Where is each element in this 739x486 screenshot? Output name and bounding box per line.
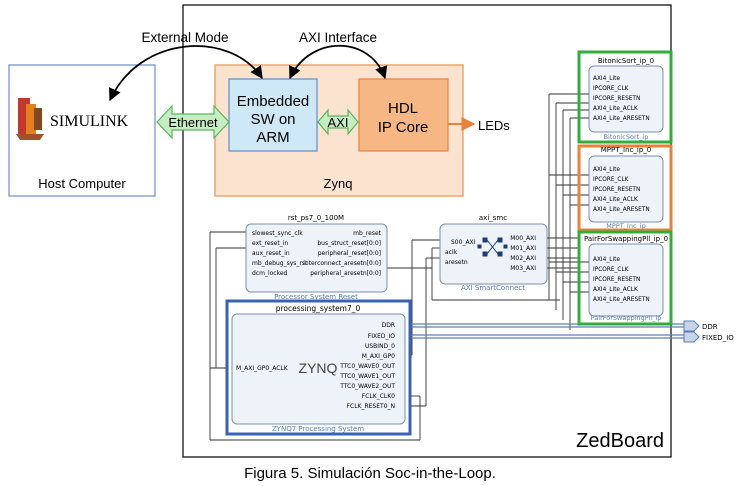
mppt-highlight [577, 144, 673, 232]
smc-input: aclk [445, 249, 458, 256]
smc-input: aresetn [445, 259, 468, 266]
ps-output: FCLK_CLK0 [362, 393, 395, 400]
external-mode-label: External Mode [141, 30, 228, 45]
ip-port: IPCORE_CLK [593, 177, 629, 183]
ps-output: FIXED_IO [368, 333, 396, 340]
ip-port: AXI4_Lite_ACLK [593, 197, 638, 203]
wiring [209, 93, 590, 441]
smc-output: M03_AXI [510, 265, 536, 272]
hdl-line2: IP Core [378, 119, 429, 136]
ethernet-label: Ethernet [168, 115, 218, 130]
axi-smc-block [439, 223, 548, 285]
ip-port: AXI4_Lite [593, 257, 620, 263]
rst-input: dcm_locked [252, 270, 288, 277]
ps-output: TTC0_WAVE2_OUT [339, 383, 395, 390]
rst-input: slowest_sync_clk [252, 230, 303, 237]
ddr-port-icon [683, 320, 700, 332]
axi-interface-arrow [289, 45, 388, 80]
rst-footer: Processor System Reset [274, 293, 358, 301]
hdl-ip-core-box [358, 78, 449, 152]
ps-output: TTC0_WAVE0_OUT [339, 363, 395, 370]
ext-port-ddr: DDR [702, 323, 718, 331]
ps-output: USBIND_0 [365, 343, 395, 350]
crossbar-icon [477, 237, 508, 257]
ip-title: PairForSwappingPll_ip_0 [584, 235, 668, 243]
zynq-label: Zynq [324, 176, 353, 191]
ip-port: IPCORE_CLK [593, 267, 629, 273]
mppt-block [588, 155, 664, 223]
ip-footer: PairForSwappingPll_ip [591, 314, 662, 322]
bitonic-block [588, 65, 664, 133]
ps-input: M_AXI_GP0_ACLK [236, 365, 289, 372]
hdl-line1: HDL [388, 100, 418, 117]
ip-port: AXI4_Lite [593, 76, 620, 82]
simulink-logo-icon [16, 98, 44, 140]
zedboard-label: ZedBoard [576, 430, 664, 452]
ps-output: FCLK_RESET0_N [347, 403, 395, 410]
rst-output: mb_reset [353, 230, 381, 237]
ip-footer: BitonicSort_ip [604, 133, 649, 141]
rst-input: mb_debug_sys_rst [252, 260, 308, 267]
external-mode-arrow [109, 45, 263, 102]
ip-port: AXI4_Lite_ARESETN [593, 297, 650, 303]
rst-input: ext_reset_in [252, 240, 288, 247]
rst-output: peripheral_reset[0:0] [318, 250, 381, 257]
ip-port: AXI4_Lite_ACLK [593, 287, 638, 293]
ip-port: AXI4_Lite_ACLK [593, 106, 638, 112]
zynq-logo: ZYNQ [299, 360, 338, 376]
rst-input: aux_reset_in [252, 250, 290, 257]
ip-port: AXI4_Lite_ARESETN [593, 207, 650, 213]
figure-caption: Figura 5. Simulación Soc-in-the-Loop. [244, 465, 496, 482]
leds-label: LEDs [478, 118, 510, 133]
fixed-io-port-icon [683, 331, 700, 343]
ip-port: IPCORE_RESETN [593, 277, 640, 283]
axi-interface-label: AXI Interface [299, 30, 377, 45]
rst-output: peripheral_aresetn[0:0] [310, 270, 381, 277]
ip-port: IPCORE_RESETN [593, 96, 640, 102]
smc-input: S00_AXI [451, 239, 476, 246]
ps-output: DDR [382, 322, 395, 329]
ps-output: M_AXI_GP0 [362, 353, 395, 360]
rst-title: rst_ps7_0_100M [288, 214, 344, 222]
ext-port-fixed-io: FIXED_IO [702, 334, 734, 342]
rst-output: interconnect_aresetn[0:0] [303, 260, 381, 267]
bitonic-highlight [577, 50, 673, 144]
ip-port: IPCORE_RESETN [593, 187, 640, 193]
ps-title: processing_system7_0 [276, 304, 361, 313]
ip-port: AXI4_Lite_ARESETN [593, 116, 650, 122]
smc-output: M00_AXI [510, 235, 536, 242]
smc-title: axi_smc [479, 214, 507, 222]
rst-block [245, 223, 388, 293]
ip-port: AXI4_Lite [593, 167, 620, 173]
smc-output: M02_AXI [510, 255, 536, 262]
ps-output: TTC0_WAVE1_OUT [339, 373, 395, 380]
simulink-logo-text: SIMULINK [50, 113, 129, 130]
ip-title: MPPT_Inc_ip_0 [601, 146, 651, 154]
axi-label: AXI [328, 115, 349, 130]
ps-footer: ZYNQ7 Processing System [272, 425, 364, 433]
embedded-line2: SW on [250, 111, 295, 128]
ethernet-arrow [156, 104, 230, 140]
embedded-line1: Embedded [237, 93, 310, 110]
axi-arrow [317, 108, 359, 136]
ip-port: IPCORE_CLK [593, 86, 629, 92]
smc-output: M01_AXI [510, 245, 536, 252]
smc-footer: AXI SmartConnect [461, 284, 525, 292]
ip-footer: MPPT_Inc_ip [606, 222, 645, 230]
rst-output: bus_struct_reset[0:0] [317, 240, 381, 247]
ps-block [231, 313, 406, 425]
ip-title: BitonicSort_ip_0 [598, 57, 654, 65]
pairforswapping-block [588, 243, 664, 317]
embedded-sw-box [228, 78, 318, 152]
pairforswapping-highlight [577, 230, 673, 326]
embedded-line3: ARM [256, 129, 289, 146]
host-computer-label: Host Computer [38, 176, 126, 191]
